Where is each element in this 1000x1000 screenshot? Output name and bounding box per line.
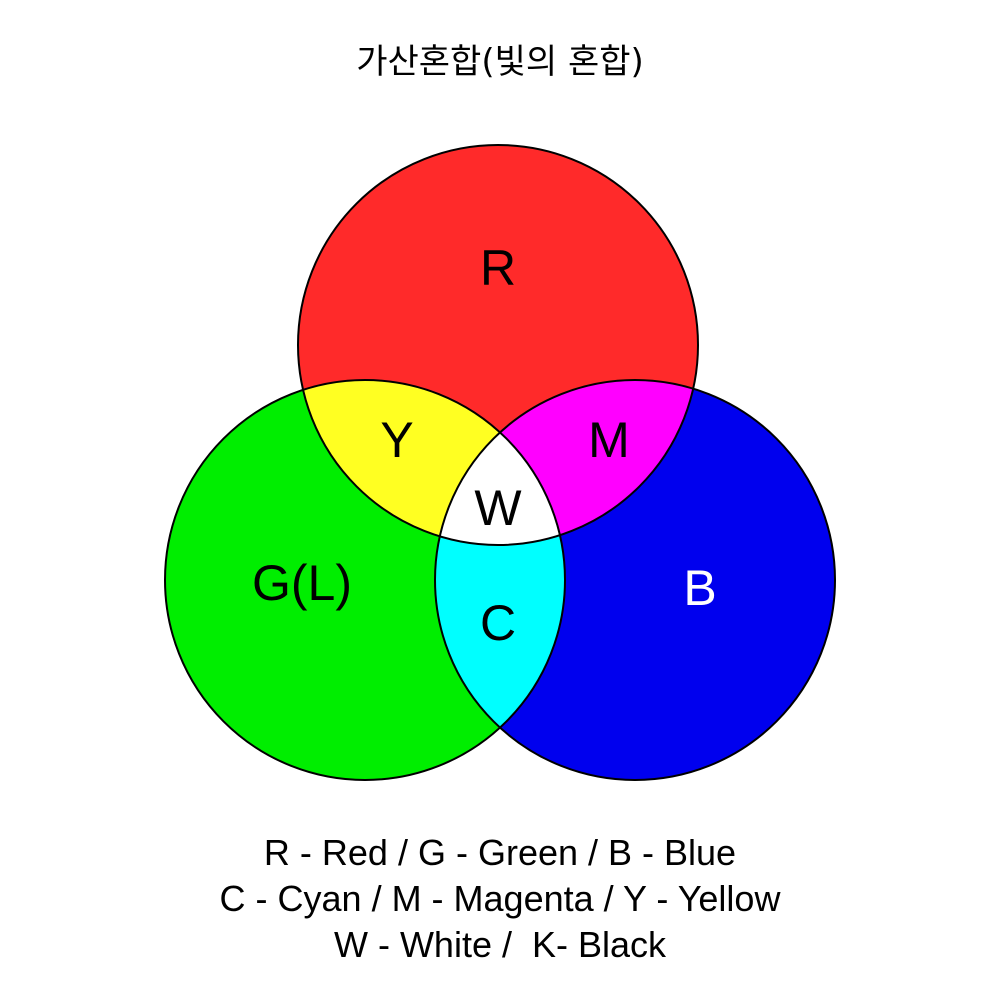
color-legend: R - Red / G - Green / B - Blue C - Cyan …: [0, 830, 1000, 968]
white-label: W: [474, 480, 522, 536]
blue-label: B: [683, 560, 716, 616]
legend-line-secondary: C - Cyan / M - Magenta / Y - Yellow: [219, 878, 781, 919]
diagram-title: 가산혼합(빛의 혼합): [356, 42, 644, 82]
legend-line-primary: R - Red / G - Green / B - Blue: [263, 832, 737, 873]
yellow-label: Y: [380, 412, 413, 468]
red-label: R: [480, 240, 516, 296]
legend-line-white-black: W - White / K- Black: [333, 924, 667, 965]
green-label: G(L): [252, 555, 352, 611]
circle-outlines: [164, 144, 836, 781]
white-overlap: [435, 380, 565, 545]
cyan-label: C: [480, 595, 516, 651]
magenta-label: M: [588, 412, 630, 468]
